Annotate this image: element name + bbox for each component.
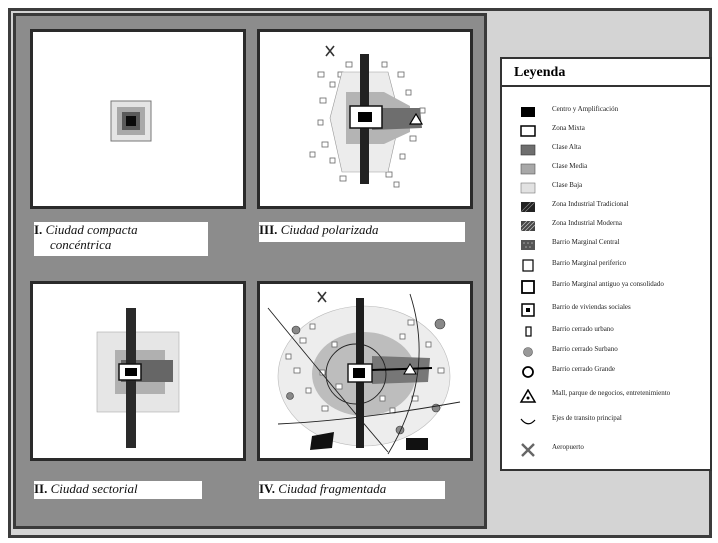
legend-item-barrio-cerrado-grande: Barrio cerrado Grande xyxy=(512,363,708,381)
periferic-blocks xyxy=(285,319,445,414)
polarized-city-diagram xyxy=(309,45,426,188)
panel-ciudad-polarizada xyxy=(257,29,473,209)
legend-title: Leyenda xyxy=(502,59,710,87)
dotted-dark-rect-icon xyxy=(518,238,538,252)
caption-numeral: II. xyxy=(34,481,48,496)
small-rect-outline-icon xyxy=(518,325,538,339)
gray-circle-icon xyxy=(518,345,538,359)
caption-panel-3: III. Ciudad polarizada xyxy=(259,222,465,242)
legend-item-ejes-transito: Ejes de transito principal xyxy=(512,412,708,430)
legend-label: Barrio cerrado Grande xyxy=(552,365,615,373)
legend-label: Mall, parque de negocios, entretenimient… xyxy=(552,389,671,397)
legend-label: Ejes de transito principal xyxy=(552,414,622,422)
caption-title: Ciudad polarizada xyxy=(280,222,379,237)
medium-gray-rect-icon xyxy=(518,162,538,176)
legend-label: Barrio Marginal antiguo ya consolidado xyxy=(552,280,664,288)
legend-item-barrio-marginal-central: Barrio Marginal Central xyxy=(512,236,708,254)
legend-item-centro: Centro y Amplificación xyxy=(512,103,708,121)
triangle-icon xyxy=(518,389,538,403)
bold-square-icon xyxy=(518,280,538,294)
legend-label: Clase Baja xyxy=(552,181,583,189)
legend-label: Barrio de viviendas sociales xyxy=(552,303,631,311)
legend-label: Clase Media xyxy=(552,162,588,170)
legend-item-barrio-marginal-antiguo: Barrio Marginal antiguo ya consolidado xyxy=(512,278,708,296)
mall-triangle-icon xyxy=(408,112,424,125)
fragmented-city-diagram xyxy=(267,291,461,455)
legend: Leyenda Centro y Amplificación Zona Mixt… xyxy=(500,57,712,471)
panel-ciudad-sectorial xyxy=(30,281,246,461)
panel-ciudad-compacta xyxy=(30,29,246,209)
legend-label: Zona Industrial Tradicional xyxy=(552,200,629,208)
legend-item-clase-baja: Clase Baja xyxy=(512,179,708,197)
caption-title: Ciudad sectorial xyxy=(50,481,138,496)
caption-panel-4: IV. Ciudad fragmentada xyxy=(259,481,445,499)
caption-title: Ciudad compacta xyxy=(45,222,138,237)
airport-x-icon xyxy=(518,443,538,457)
panel-ciudad-fragmentada xyxy=(257,281,473,461)
city-center xyxy=(358,112,372,122)
dark-gray-rect-icon xyxy=(518,143,538,157)
legend-label: Zona Industrial Moderna xyxy=(552,219,622,227)
airport-icon xyxy=(325,45,335,57)
caption-numeral: III. xyxy=(259,222,278,237)
caption-panel-1: I. Ciudad compacta concéntrica xyxy=(34,222,208,256)
white-rect-icon xyxy=(518,124,538,138)
legend-label: Zona Mixta xyxy=(552,124,585,132)
city-center xyxy=(126,116,136,126)
caption-numeral: I. xyxy=(34,222,43,237)
legend-label: Clase Alta xyxy=(552,143,581,151)
legend-label: Barrio Marginal Central xyxy=(552,238,620,246)
small-square-icon xyxy=(518,259,538,273)
solid-black-rect-icon xyxy=(518,105,538,119)
legend-item-clase-media: Clase Media xyxy=(512,160,708,178)
legend-item-zona-mixta: Zona Mixta xyxy=(512,122,708,140)
legend-item-mall: Mall, parque de negocios, entretenimient… xyxy=(512,387,708,405)
light-gray-rect-icon xyxy=(518,181,538,195)
legend-item-zona-industrial-moderna: Zona Industrial Moderna xyxy=(512,217,708,235)
modern-industrial-zone xyxy=(310,432,334,450)
compact-city-diagram xyxy=(110,100,152,142)
city-center xyxy=(125,368,137,376)
caption-numeral: IV. xyxy=(259,481,276,496)
diagonal-hatch-rect-icon xyxy=(518,219,538,233)
legend-item-barrio-marginal-periferico: Barrio Marginal periferico xyxy=(512,257,708,275)
dense-hatch-rect-icon xyxy=(518,200,538,214)
modern-industrial-zone-2 xyxy=(406,438,428,450)
caption-title-line2: concéntrica xyxy=(50,237,112,252)
legend-item-clase-alta: Clase Alta xyxy=(512,141,708,159)
legend-item-zona-industrial-tradicional: Zona Industrial Tradicional xyxy=(512,198,708,216)
airport-icon xyxy=(317,291,327,303)
mall-triangle-icon xyxy=(403,363,417,375)
sectoral-city-diagram xyxy=(96,308,180,448)
caption-panel-2: II. Ciudad sectorial xyxy=(34,481,202,499)
city-center xyxy=(353,368,365,378)
periferic-blocks xyxy=(309,61,426,188)
curve-line-icon xyxy=(518,414,538,428)
legend-label: Centro y Amplificación xyxy=(552,105,619,113)
legend-item-barrio-cerrado-surbano: Barrio cerrado Surbano xyxy=(512,343,708,361)
legend-label: Barrio cerrado urbano xyxy=(552,325,614,333)
circle-outline-icon xyxy=(518,365,538,379)
legend-item-barrio-cerrado-urbano: Barrio cerrado urbano xyxy=(512,323,708,341)
legend-item-viviendas-sociales: Barrio de viviendas sociales xyxy=(512,301,708,319)
legend-label: Barrio cerrado Surbano xyxy=(552,345,618,353)
legend-item-aeropuerto: Aeropuerto xyxy=(512,441,708,459)
square-with-dot-icon xyxy=(518,303,538,317)
legend-label: Aeropuerto xyxy=(552,443,584,451)
legend-label: Barrio Marginal periferico xyxy=(552,259,627,267)
highway xyxy=(371,367,433,371)
caption-title: Ciudad fragmentada xyxy=(278,481,387,496)
